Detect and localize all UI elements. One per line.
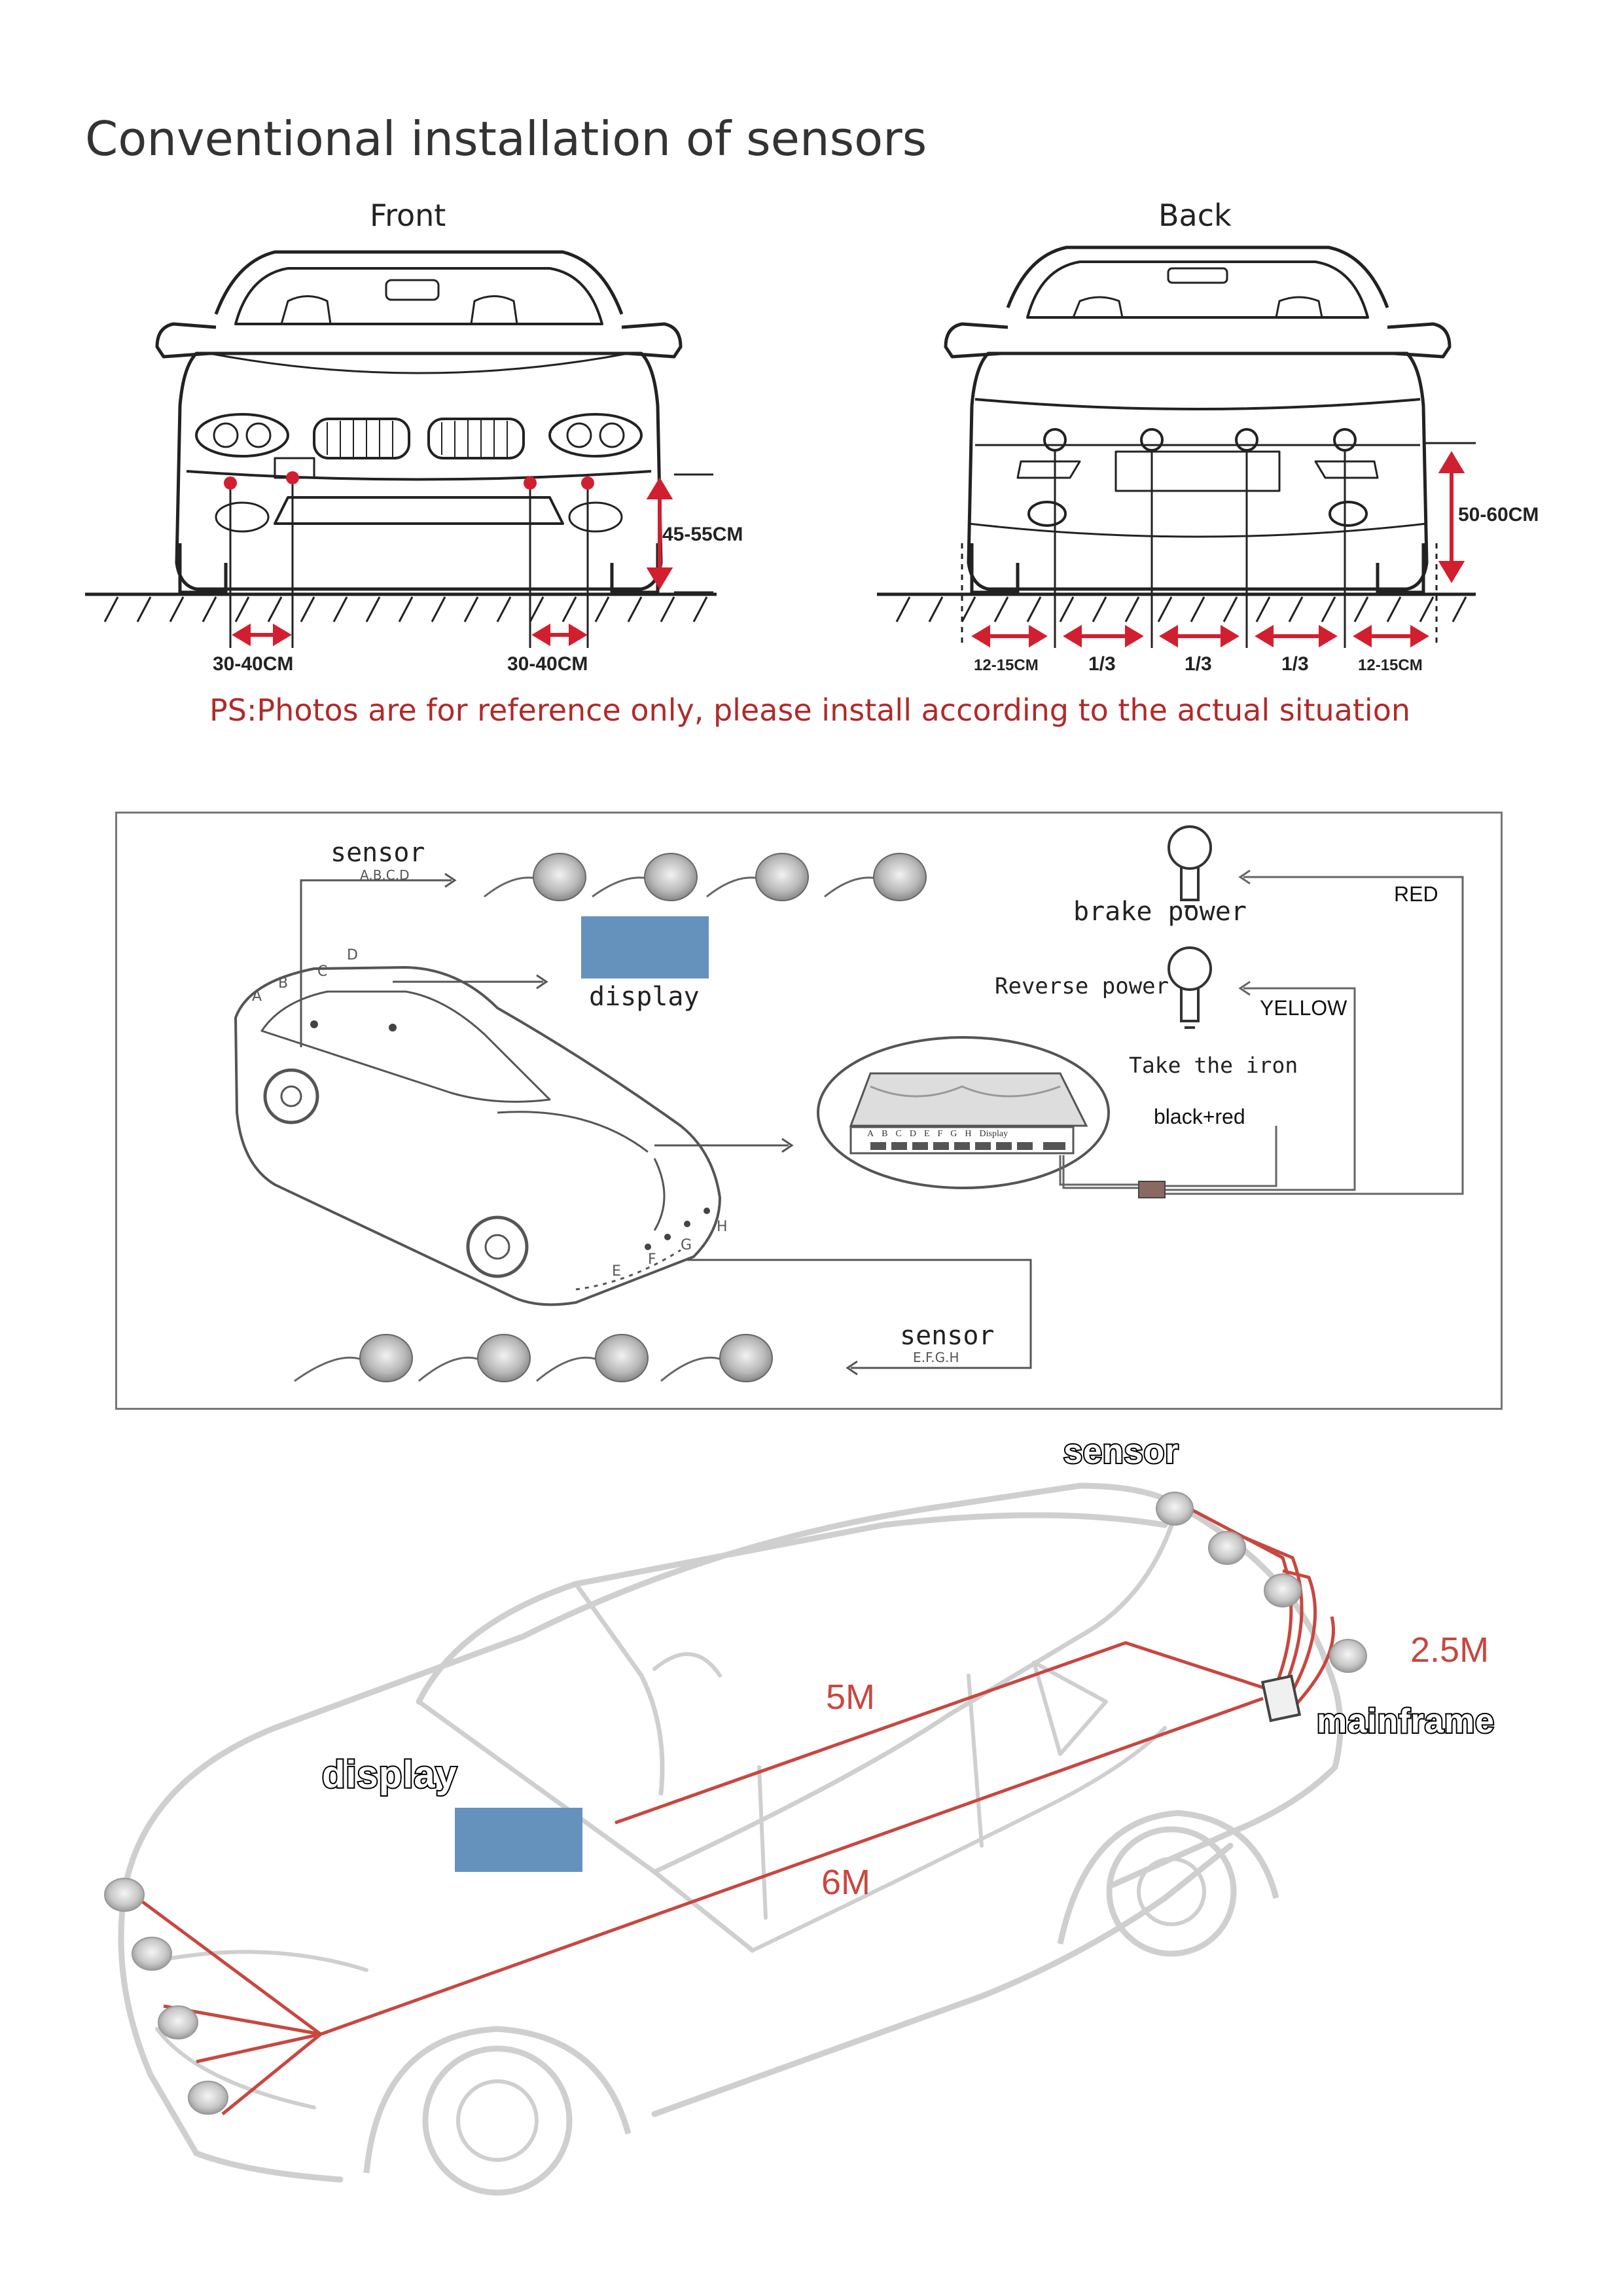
car-letter: G	[681, 1237, 692, 1253]
unit-letter: A	[867, 1129, 874, 1139]
rear-sensors	[1156, 1492, 1367, 1673]
car-letter: D	[347, 947, 358, 963]
car-letter: A	[252, 988, 262, 1005]
page-title: Conventional installation of sensors	[85, 111, 927, 166]
sensor-icon	[1156, 1492, 1194, 1526]
unit-letter: B	[882, 1129, 888, 1139]
sensor-icon	[158, 2005, 198, 2039]
black-red-wire-label: black+red	[1154, 1105, 1245, 1128]
sensor-icon	[359, 1334, 413, 1382]
bottom-sensor-row	[294, 1334, 773, 1382]
brake-bulb-icon	[1168, 825, 1212, 908]
front-sensor-marker	[224, 476, 237, 490]
wiring-diagram	[234, 825, 1464, 1382]
car-wheels	[363, 1810, 1279, 2196]
sensor-icon	[595, 1334, 649, 1382]
unit-letter: C	[895, 1129, 902, 1139]
back-third-3-label: 1/3	[1281, 653, 1309, 675]
back-view-label: Back	[1158, 198, 1232, 233]
sensor-top-sub: A.B.C.D	[360, 867, 410, 883]
unit-letter: H	[965, 1129, 972, 1139]
car-letter: B	[278, 975, 289, 992]
back-height-label: 50-60CM	[1458, 504, 1539, 526]
length-2-5m-label: 2.5M	[1410, 1630, 1489, 1670]
sensor-callout: sensor	[1062, 1431, 1180, 1472]
sensor-icon	[644, 853, 698, 901]
unit-letter: Display	[979, 1129, 1008, 1139]
yellow-wire-label: YELLOW	[1260, 996, 1347, 1020]
sensor-bottom-label: sensor	[900, 1321, 995, 1351]
display-callout: display	[321, 1752, 458, 1797]
front-view-label: Front	[370, 198, 446, 233]
sensor-top-label: sensor	[330, 838, 425, 868]
unit-letter: G	[950, 1129, 957, 1139]
sensor-icon	[533, 853, 586, 901]
sensor-icon	[477, 1334, 531, 1382]
sensor-icon	[755, 853, 809, 901]
red-wiring	[136, 1494, 1335, 2115]
sensor-icon	[132, 1937, 172, 1971]
back-car-drawing	[877, 245, 1476, 648]
car-sketch	[234, 966, 721, 1306]
display-label: display	[589, 982, 700, 1012]
front-car-drawing	[85, 250, 717, 648]
sensor-icon	[873, 853, 927, 901]
display-placeholder	[455, 1808, 582, 1872]
mainframe-callout: mainframe	[1315, 1701, 1495, 1742]
control-unit-letters: A B C D E F G H Display	[867, 1129, 1077, 1139]
top-sensor-row	[484, 853, 927, 901]
wiring-diagram-panel	[115, 812, 1503, 1410]
back-edge-left-label: 12-15CM	[974, 656, 1039, 674]
control-unit	[817, 1036, 1110, 1189]
car-outline	[118, 1482, 1344, 2183]
unit-letter: F	[937, 1129, 943, 1139]
sensor-icon	[1208, 1531, 1246, 1565]
back-edge-right-label: 12-15CM	[1358, 656, 1423, 674]
mainframe-box	[1260, 1674, 1302, 1723]
back-third-1-label: 1/3	[1088, 653, 1116, 675]
reverse-bulb-icon	[1168, 946, 1212, 1029]
length-6m-label: 6M	[821, 1863, 871, 1902]
car-letter: C	[317, 963, 328, 980]
sensor-icon	[188, 2081, 228, 2115]
reference-note: PS:Photos are for reference only, please…	[209, 692, 1410, 728]
back-third-2-label: 1/3	[1185, 653, 1212, 675]
front-sensor-marker	[286, 471, 299, 484]
length-5m-label: 5M	[826, 1677, 876, 1717]
unit-letter: D	[909, 1129, 916, 1139]
sensor-icon	[104, 1878, 145, 1912]
unit-letter: E	[923, 1129, 930, 1139]
front-left-spacing-label: 30-40CM	[213, 653, 294, 675]
red-wire-label: RED	[1394, 882, 1438, 906]
sensor-bottom-sub: E.F.G.H	[913, 1350, 959, 1365]
car-letter: H	[717, 1219, 728, 1235]
front-sensors	[104, 1878, 228, 2115]
car-letter: E	[612, 1263, 621, 1280]
sensor-icon	[719, 1334, 773, 1382]
display-unit-placeholder	[581, 916, 709, 978]
take-iron-label: Take the iron	[1129, 1052, 1298, 1078]
car-letter: F	[648, 1251, 656, 1268]
front-right-spacing-label: 30-40CM	[507, 653, 588, 675]
brake-power-label: brake power	[1073, 897, 1247, 927]
front-height-label: 45-55CM	[662, 524, 743, 545]
reverse-power-label: Reverse power	[995, 973, 1169, 999]
front-sensor-marker	[581, 476, 594, 490]
sensor-icon	[1264, 1573, 1302, 1607]
sensor-icon	[1329, 1639, 1367, 1673]
front-sensor-marker	[524, 476, 537, 490]
